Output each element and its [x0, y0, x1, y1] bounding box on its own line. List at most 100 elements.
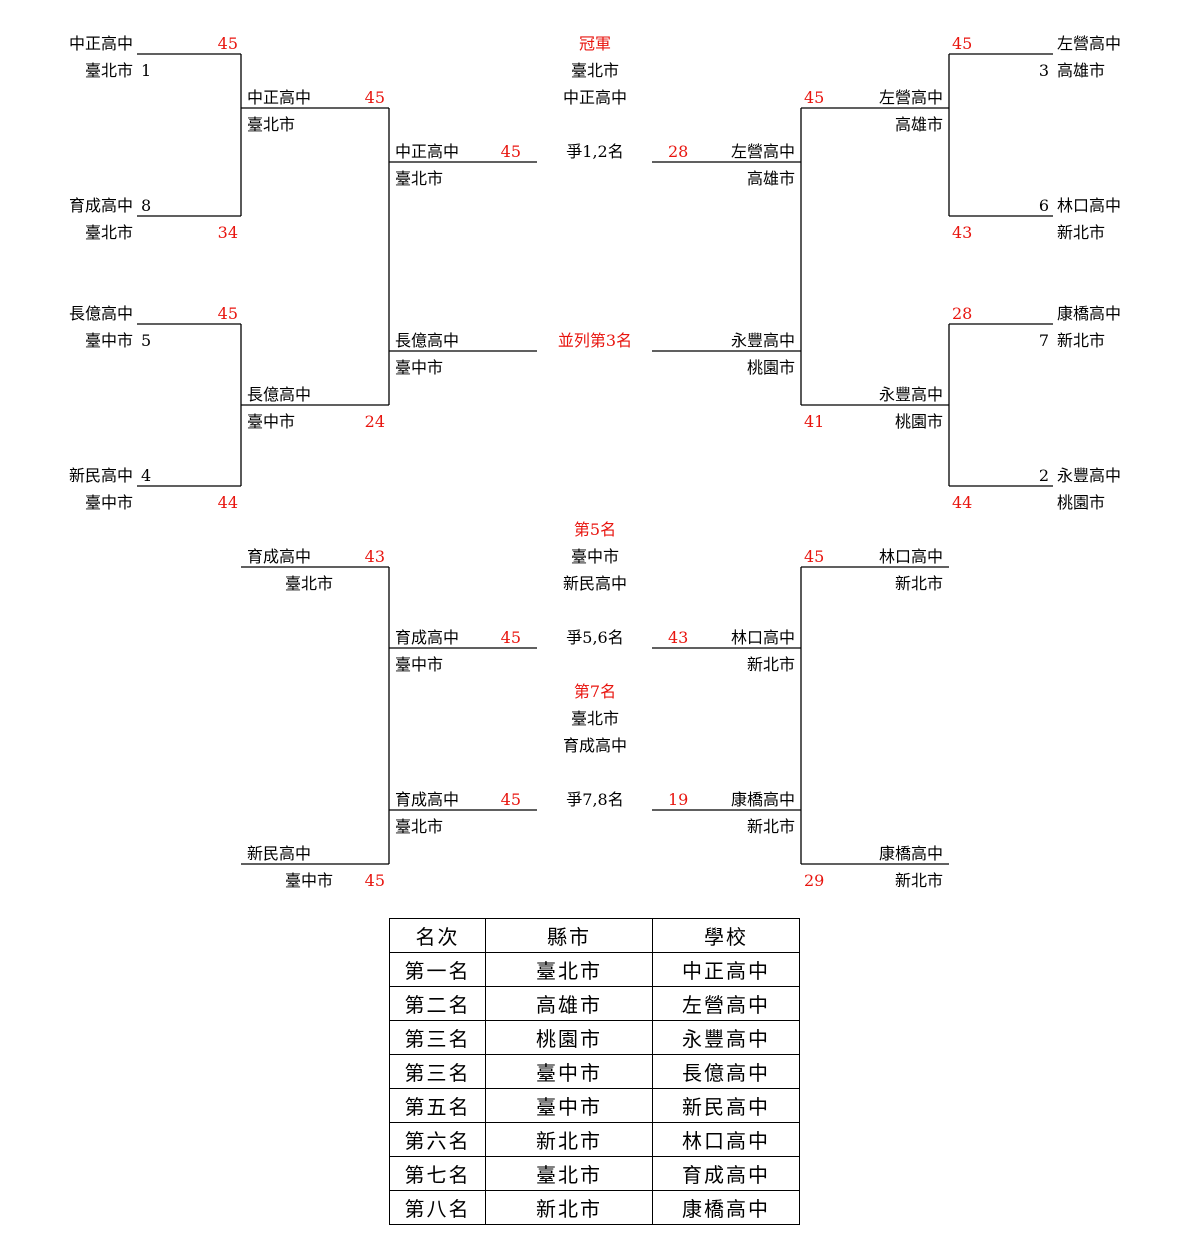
- seventh-place-label: 第7名: [574, 682, 616, 701]
- score: 45: [501, 142, 521, 161]
- fifth-place-label: 第5名: [574, 520, 616, 539]
- school-cell: 永豐高中: [652, 1020, 800, 1055]
- team-city: 臺中市: [247, 412, 295, 431]
- lower-right-quadrant: 45 林口高中 新北市 康橋高中 29 新北市 43 林口高中 新北市 19 康…: [668, 547, 943, 890]
- score: 43: [952, 223, 972, 242]
- seventh-place-school: 育成高中: [563, 736, 627, 755]
- seed-number: 1: [141, 61, 151, 80]
- city-cell: 新北市: [485, 1190, 653, 1225]
- score: 41: [804, 412, 824, 431]
- seed-number: 8: [141, 196, 151, 215]
- team-school: 中正高中: [395, 142, 459, 161]
- score: 24: [365, 412, 385, 431]
- table-row: 第二名 高雄市 左營高中: [389, 986, 800, 1021]
- team-school: 中正高中: [247, 88, 311, 107]
- school-cell: 林口高中: [652, 1122, 800, 1157]
- team-city: 臺中市: [285, 871, 333, 890]
- rank-cell: 第六名: [389, 1122, 486, 1157]
- school-cell: 中正高中: [652, 952, 800, 987]
- team-school: 左營高中: [731, 142, 795, 161]
- team-city: 高雄市: [1057, 61, 1105, 80]
- header-city: 縣市: [485, 918, 653, 953]
- team-school: 育成高中: [395, 628, 459, 647]
- champion-school: 中正高中: [563, 88, 627, 107]
- third-place-label: 並列第3名: [558, 331, 632, 350]
- header-rank: 名次: [389, 918, 486, 953]
- city-cell: 臺中市: [485, 1088, 653, 1123]
- score: 45: [952, 34, 972, 53]
- score: 28: [952, 304, 972, 323]
- lower-left-quadrant: 育成高中 43 臺北市 新民高中 臺中市 45 育成高中 45 臺中市 育成高中…: [247, 547, 521, 890]
- bracket-lines: [137, 53, 1053, 865]
- school-cell: 新民高中: [652, 1088, 800, 1123]
- header-school: 學校: [652, 918, 800, 953]
- seed-number: 4: [141, 466, 151, 485]
- team-city: 臺北市: [285, 574, 333, 593]
- fifth-place-city: 臺中市: [571, 547, 619, 566]
- team-city: 高雄市: [747, 169, 795, 188]
- city-cell: 臺北市: [485, 1156, 653, 1191]
- team-school: 左營高中: [879, 88, 943, 107]
- final-label: 爭1,2名: [566, 142, 623, 161]
- score: 45: [804, 88, 824, 107]
- score: 45: [365, 88, 385, 107]
- city-cell: 臺北市: [485, 952, 653, 987]
- team-school: 長億高中: [247, 385, 311, 404]
- team-school: 育成高中: [247, 547, 311, 566]
- tournament-bracket: 中正高中 45 臺北市 1 育成高中 8 臺北市 34 長億高中 45 臺中市 …: [69, 34, 1121, 890]
- score: 43: [668, 628, 688, 647]
- team-city: 臺中市: [395, 358, 443, 377]
- city-cell: 臺中市: [485, 1054, 653, 1089]
- seed-number: 2: [1039, 466, 1049, 485]
- team-city: 臺中市: [395, 655, 443, 674]
- table-row: 第一名 臺北市 中正高中: [389, 952, 800, 987]
- team-city: 臺北市: [85, 223, 133, 242]
- city-cell: 桃園市: [485, 1020, 653, 1055]
- school-cell: 育成高中: [652, 1156, 800, 1191]
- upper-left-quadrant: 中正高中 45 臺北市 1 育成高中 8 臺北市 34 長億高中 45 臺中市 …: [69, 34, 521, 512]
- team-school: 育成高中: [395, 790, 459, 809]
- team-school: 永豐高中: [731, 331, 795, 350]
- team-school: 中正高中: [69, 34, 133, 53]
- table-row: 第三名 桃園市 永豐高中: [389, 1020, 800, 1055]
- team-school: 林口高中: [879, 547, 943, 566]
- ranking-table: 名次 縣市 學校 第一名 臺北市 中正高中 第二名 高雄市 左營高中 第三名 桃…: [389, 918, 800, 1225]
- table-row: 第五名 臺中市 新民高中: [389, 1088, 800, 1123]
- team-city: 桃園市: [747, 358, 795, 377]
- table-row: 第八名 新北市 康橋高中: [389, 1190, 800, 1225]
- score: 29: [804, 871, 824, 890]
- score: 45: [218, 304, 238, 323]
- team-school: 育成高中: [69, 196, 133, 215]
- team-school: 左營高中: [1057, 34, 1121, 53]
- school-cell: 左營高中: [652, 986, 800, 1021]
- score: 45: [218, 34, 238, 53]
- score: 45: [804, 547, 824, 566]
- school-cell: 長億高中: [652, 1054, 800, 1089]
- team-school: 永豐高中: [1057, 466, 1121, 485]
- score: 44: [952, 493, 972, 512]
- team-city: 臺北市: [247, 115, 295, 134]
- score: 19: [668, 790, 688, 809]
- rank-cell: 第二名: [389, 986, 486, 1021]
- team-city: 臺北市: [395, 169, 443, 188]
- team-city: 新北市: [747, 655, 795, 674]
- match-5-6-label: 爭5,6名: [566, 628, 623, 647]
- team-city: 桃園市: [895, 412, 943, 431]
- table-row: 第三名 臺中市 長億高中: [389, 1054, 800, 1089]
- team-school: 林口高中: [731, 628, 795, 647]
- team-school: 林口高中: [1057, 196, 1121, 215]
- team-city: 臺北市: [395, 817, 443, 836]
- score: 45: [501, 628, 521, 647]
- rank-cell: 第五名: [389, 1088, 486, 1123]
- team-city: 臺北市: [85, 61, 133, 80]
- team-city: 新北市: [747, 817, 795, 836]
- match-7-8-label: 爭7,8名: [566, 790, 623, 809]
- score: 28: [668, 142, 688, 161]
- champion-label: 冠軍: [579, 34, 611, 53]
- team-city: 新北市: [1057, 223, 1105, 242]
- team-city: 新北市: [895, 871, 943, 890]
- seed-number: 5: [141, 331, 151, 350]
- fifth-place-school: 新民高中: [563, 574, 627, 593]
- upper-right-quadrant: 45 左營高中 3 高雄市 6 林口高中 43 新北市 28 康橋高中 7 新北…: [668, 34, 1121, 512]
- score: 45: [501, 790, 521, 809]
